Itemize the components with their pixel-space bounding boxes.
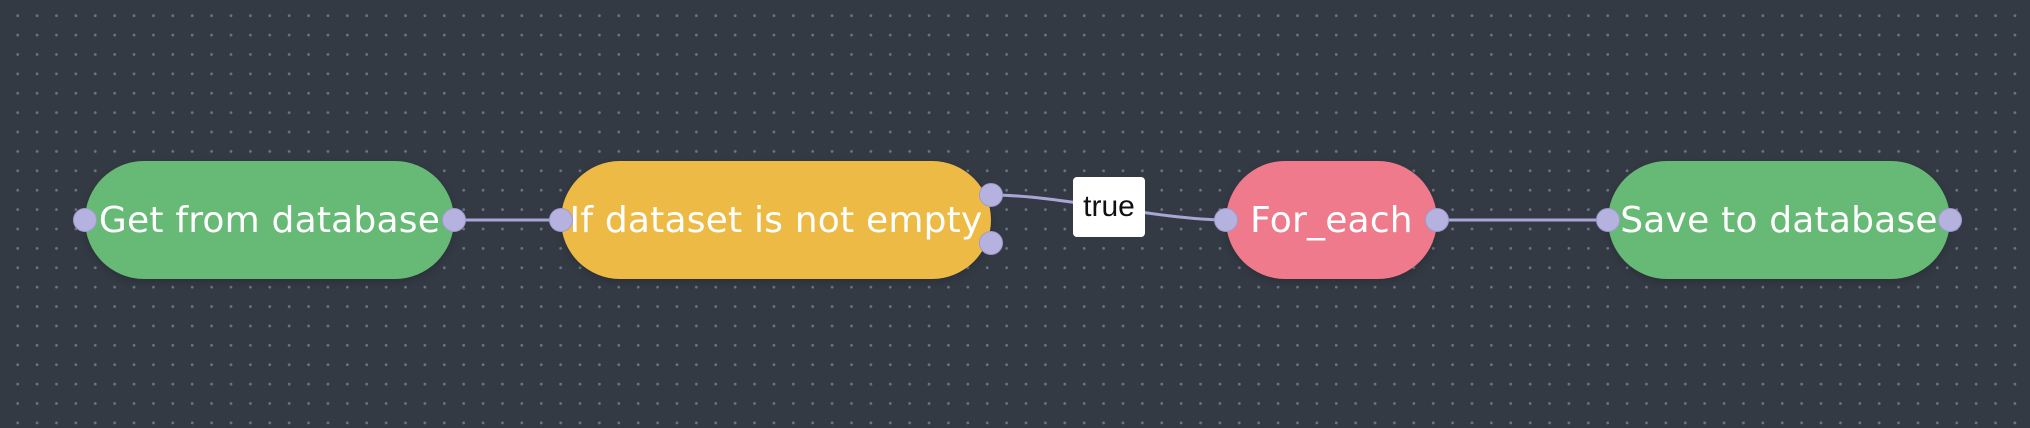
node-if-dataset-not-empty[interactable]: If dataset is not empty <box>561 161 991 279</box>
node-label: Get from database <box>98 199 441 241</box>
node-get-from-database[interactable]: Get from database <box>85 161 454 279</box>
node-label: For_each <box>1250 199 1413 241</box>
input-handle[interactable] <box>73 208 97 232</box>
node-label: Save to database <box>1620 199 1938 241</box>
output-handle[interactable] <box>1425 208 1449 232</box>
output-handle-true[interactable] <box>979 183 1003 207</box>
input-handle[interactable] <box>1596 208 1620 232</box>
input-handle[interactable] <box>549 208 573 232</box>
node-for-each[interactable]: For_each <box>1226 161 1437 279</box>
edge-label-true[interactable]: true <box>1073 177 1145 237</box>
output-handle-false[interactable] <box>979 231 1003 255</box>
output-handle[interactable] <box>1938 208 1962 232</box>
output-handle[interactable] <box>442 208 466 232</box>
input-handle[interactable] <box>1214 208 1238 232</box>
node-save-to-database[interactable]: Save to database <box>1608 161 1950 279</box>
node-label: If dataset is not empty <box>569 199 983 241</box>
